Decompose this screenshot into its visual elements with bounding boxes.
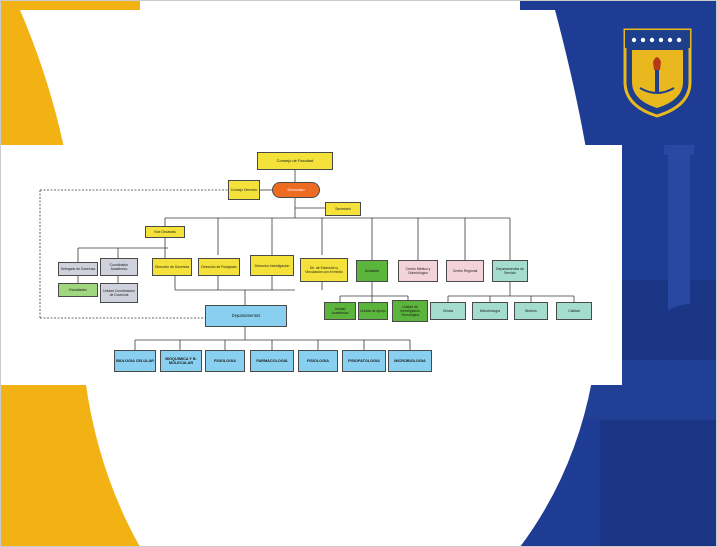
- node-departamentos: Departamentos: [205, 305, 287, 327]
- star-icon: [649, 37, 655, 43]
- node-secretario: Secretario: [325, 202, 361, 216]
- node-centro-medico: Centro Médico y Odontológico: [398, 260, 438, 282]
- node-consejo-directivo: Consejo Directivo: [228, 180, 260, 200]
- torch-handle: [655, 70, 659, 92]
- node-departamentos-servicio: Departamentos de Servicio: [492, 260, 528, 282]
- node-unidad-coordinacion: Unidad Coordinación de Docencia: [100, 283, 138, 303]
- star-icon: [640, 37, 646, 43]
- node-unidad-investigacion-tecnologica: Unidad de Investigación Tecnológica: [392, 300, 428, 322]
- node-dept-fisiopatologia: FISIOPATOLOGIA: [342, 350, 386, 372]
- node-clinica: Clínica: [430, 302, 466, 320]
- node-vice-decanato: Vice Decanato: [145, 226, 185, 238]
- node-dir-postgrado: Dirección de Postgrado: [198, 258, 240, 276]
- tower-top: [664, 145, 694, 155]
- star-icon: [676, 37, 682, 43]
- node-estudiantes: Estudiantes: [58, 283, 98, 297]
- node-unidad-academica: Unidad Académica: [324, 302, 356, 320]
- university-shield-logo: [623, 28, 692, 118]
- node-dir-investigacion: Dirección Investigación: [250, 255, 294, 276]
- node-microbiologia-servicio: Microbiología: [472, 302, 508, 320]
- node-dept-biologia-celular: BIOLOGIA CELULAR: [114, 350, 156, 372]
- node-dir-docencia: Dirección de Docencia: [152, 258, 192, 276]
- node-delegado-docencia: Delegado de Docencia: [58, 262, 98, 276]
- node-calidad: Calidad: [556, 302, 592, 320]
- node-consejo-facultad: Consejo de Facultad: [257, 152, 333, 170]
- star-icon: [658, 37, 664, 43]
- node-dept-fisiologia-b: FISIOLOGIA: [298, 350, 338, 372]
- node-centro-regional: Centro Regional: [446, 260, 484, 282]
- star-icon: [667, 37, 673, 43]
- node-decanato: Decanato: [272, 182, 320, 198]
- node-unidad-apoyo: Unidad de Apoyo: [358, 302, 388, 320]
- torch-icon: [653, 57, 661, 70]
- node-bioterio: Bioterio: [514, 302, 548, 320]
- node-dept-bioquimica: BIOQUIMICA Y B. MOLECULAR: [160, 350, 202, 372]
- node-dept-farmacologia: FARMACOLOGIA: [250, 350, 294, 372]
- node-dept-microbiologia: MICROBIOLOGIA: [388, 350, 432, 372]
- node-coordinador-academico: Coordinador Académico: [100, 258, 138, 276]
- node-dept-fisiologia-a: FISIOLOGIA: [205, 350, 245, 372]
- node-unidades: Unidades: [356, 260, 388, 282]
- node-dir-extension: Dir. de Extensión y Vinculación con el m…: [300, 258, 348, 282]
- star-icon: [631, 37, 637, 43]
